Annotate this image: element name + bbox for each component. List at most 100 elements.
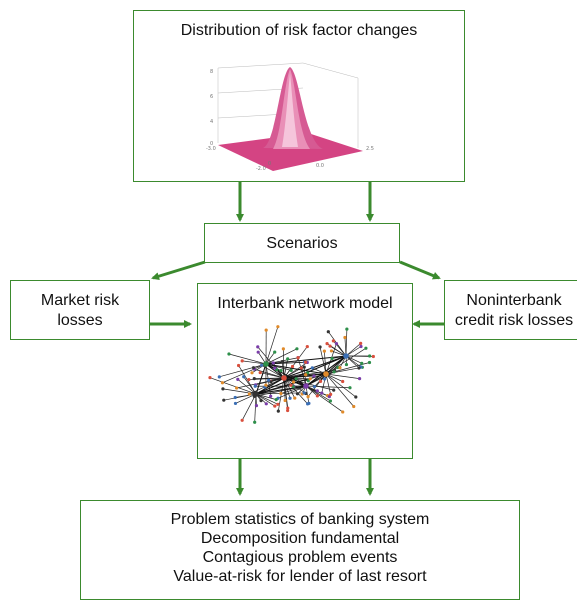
network-node: [358, 377, 361, 380]
network-node: [242, 375, 245, 378]
network-edge: [242, 394, 256, 420]
network-node: [357, 366, 360, 369]
network-node: [304, 373, 307, 376]
network-node: [296, 392, 299, 395]
network-graph-icon: [206, 316, 406, 456]
network-node: [345, 363, 348, 366]
network-node: [250, 371, 253, 374]
network-edge: [346, 343, 361, 356]
result-line-4: Value-at-risk for lender of last resort: [81, 567, 519, 586]
svg-text:2.5: 2.5: [366, 146, 374, 152]
network-node: [290, 369, 293, 372]
network-node: [338, 366, 341, 369]
network-node: [348, 386, 351, 389]
network-node: [241, 359, 244, 362]
network-node: [335, 342, 338, 345]
network-node: [252, 366, 255, 369]
network-node: [265, 402, 268, 405]
noninterbank-box: Noninterbank credit risk losses: [444, 280, 577, 340]
network-node: [329, 393, 332, 396]
network-node: [292, 380, 295, 383]
network-node: [237, 364, 240, 367]
network-node: [325, 342, 328, 345]
network-node: [234, 396, 237, 399]
network-node: [253, 377, 256, 380]
network-node: [234, 402, 237, 405]
network-node: [323, 377, 326, 380]
network-node: [248, 392, 251, 395]
network-node: [279, 392, 282, 395]
network-edge: [346, 329, 347, 356]
network-node: [275, 398, 278, 401]
network-node: [272, 361, 275, 364]
network-model-box: Interbank network model: [197, 283, 413, 459]
network-node: [277, 410, 280, 413]
network-node: [328, 344, 331, 347]
network-node: [341, 380, 344, 383]
network-node: [309, 377, 312, 380]
network-node: [295, 347, 298, 350]
network-model-title: Interbank network model: [198, 294, 412, 313]
network-node: [304, 361, 307, 364]
network-node: [221, 381, 224, 384]
svg-text:0: 0: [268, 161, 271, 167]
network-node: [327, 330, 330, 333]
network-node: [323, 350, 326, 353]
market-risk-box: Market risk losses: [10, 280, 150, 340]
network-node: [259, 399, 262, 402]
network-hub-node: [303, 383, 309, 389]
network-hub-node: [253, 391, 259, 397]
network-node: [330, 357, 333, 360]
distribution-box: Distribution of risk factor changes 8 6 …: [133, 10, 465, 182]
arrow-scenarios-to-noninterbank: [400, 262, 439, 278]
network-node: [332, 339, 335, 342]
network-node: [312, 374, 315, 377]
network-node: [284, 399, 287, 402]
3d-bell-surface-icon: 8 6 4 0 -3.0 2.5 0 0.0 -2.0: [198, 53, 398, 173]
scenarios-box: Scenarios: [204, 223, 400, 263]
network-node: [316, 389, 319, 392]
network-node: [289, 384, 292, 387]
network-node: [288, 397, 291, 400]
network-node: [313, 385, 316, 388]
network-node: [319, 380, 322, 383]
network-node: [330, 349, 333, 352]
network-node: [354, 395, 357, 398]
results-box: Problem statistics of banking system Dec…: [80, 500, 520, 600]
network-node: [306, 395, 309, 398]
distribution-title: Distribution of risk factor changes: [134, 21, 464, 40]
network-node: [293, 396, 296, 399]
svg-text:8: 8: [210, 69, 213, 75]
network-hub-node: [281, 375, 287, 381]
network-node: [276, 403, 279, 406]
network-node: [281, 360, 284, 363]
market-risk-line1: Market risk: [11, 291, 149, 310]
network-node: [303, 366, 306, 369]
network-node: [265, 328, 268, 331]
network-node: [296, 356, 299, 359]
noninterbank-line2: credit risk losses: [445, 311, 577, 330]
result-line-2: Decomposition fundamental: [81, 529, 519, 548]
network-node: [343, 336, 346, 339]
network-node: [368, 354, 371, 357]
network-node: [255, 404, 258, 407]
network-node: [254, 385, 257, 388]
network-node: [352, 405, 355, 408]
network-node: [307, 402, 310, 405]
network-node: [236, 378, 239, 381]
svg-text:6: 6: [210, 94, 213, 100]
network-node: [295, 377, 298, 380]
network-node: [221, 387, 224, 390]
network-node: [360, 362, 363, 365]
network-edge: [306, 386, 343, 412]
arrow-scenarios-to-market: [153, 262, 205, 278]
network-node: [227, 352, 230, 355]
network-node: [253, 421, 256, 424]
network-node: [359, 342, 362, 345]
result-line-1: Problem statistics of banking system: [81, 510, 519, 529]
network-node: [303, 391, 306, 394]
network-node: [316, 394, 319, 397]
network-node: [372, 355, 375, 358]
svg-text:-3.0: -3.0: [206, 146, 216, 152]
network-node: [282, 347, 285, 350]
